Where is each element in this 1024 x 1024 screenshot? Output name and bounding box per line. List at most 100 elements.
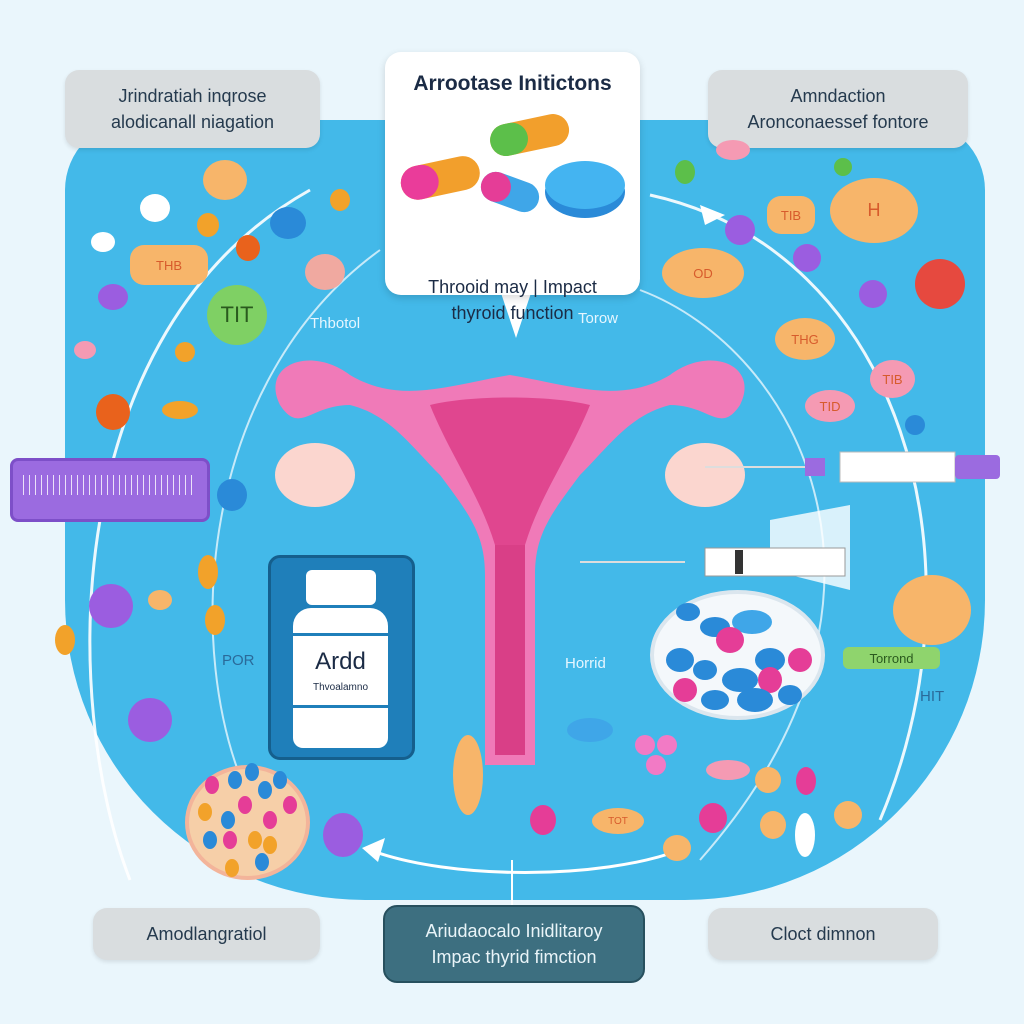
uterus-illustration (275, 360, 745, 765)
callout-title: Arrootase Initictons (413, 72, 612, 95)
box-text: alodicanall niagation (110, 112, 275, 132)
pill-icon (706, 760, 750, 780)
pill-icon (55, 625, 75, 655)
pill-tot: TOT (592, 808, 644, 834)
pill-label: TIB (780, 207, 802, 223)
box-text: Impac thyrid fimction (431, 947, 597, 967)
bottle-brand: Ardd (315, 648, 366, 675)
pill-icon (330, 189, 350, 211)
pill-tib-2: TIB (870, 360, 915, 398)
pill-icon (245, 763, 259, 781)
pill-icon (228, 771, 242, 789)
pill-icon (305, 254, 345, 290)
label-thbotol: Thbotol (310, 315, 361, 332)
pill-icon (258, 781, 272, 799)
pill-icon (162, 401, 198, 419)
pill-icon (722, 668, 758, 692)
label-por: POR (222, 652, 255, 669)
pill-label: OD (693, 265, 713, 281)
pill-label: THB (156, 257, 182, 273)
pill-icon (737, 688, 773, 712)
pill-icon (663, 835, 691, 861)
label-horrid: Horrid (565, 655, 606, 672)
tag-label: Torrond (869, 650, 914, 666)
pill-icon (701, 690, 729, 710)
pill-icon (675, 160, 695, 184)
bottle-cap (306, 570, 376, 605)
capsules-icon (400, 114, 625, 218)
pill-icon (778, 685, 802, 705)
medicine-bottle-frame: Ardd Thvoalamno (268, 555, 415, 760)
pill-icon (760, 811, 786, 839)
info-box-bottom-right: Cloct dimnon (708, 908, 938, 960)
callout-body-line: thyroid function (451, 303, 574, 323)
info-box-top-left: Jrindratiah inqrose alodicanall niagatio… (65, 70, 320, 148)
pill-icon (225, 859, 239, 877)
box-text: Jrindratiah inqrose (118, 86, 267, 106)
pill-icon (915, 259, 965, 309)
bottle-name: Thvoalamno (312, 682, 369, 693)
pill-icon (716, 627, 744, 653)
pill-icon (128, 698, 172, 742)
pill-icon (834, 158, 852, 176)
pill-icon (221, 811, 235, 829)
pill-icon (530, 805, 556, 835)
pill-thg: THG (775, 318, 835, 360)
syringes (580, 451, 1000, 590)
pill-icon (198, 555, 218, 589)
pill-icon (676, 603, 700, 621)
box-text: Amodlangratiol (146, 924, 267, 944)
pill-icon (796, 767, 816, 795)
pill-icon (834, 801, 862, 829)
pill-icon (693, 660, 717, 680)
arrow-head-icon (362, 838, 385, 862)
pill-icon (238, 796, 252, 814)
pill-od: OD (662, 248, 744, 298)
pill-icon (205, 605, 225, 635)
pill-icon (96, 394, 130, 430)
pill-icon (646, 755, 666, 775)
pill-label: TIB (882, 371, 903, 387)
pill-icon (795, 813, 815, 857)
pill-icon (255, 853, 269, 871)
pill-icon (89, 584, 133, 628)
pill-label: H (867, 200, 881, 220)
pill-label: THG (791, 331, 819, 347)
pill-icon (175, 342, 195, 362)
box-text: Amndaction (790, 86, 886, 106)
pill-icon (732, 610, 772, 634)
pill-icon (567, 718, 613, 742)
pill-icon (236, 235, 260, 261)
pill-icon (283, 796, 297, 814)
pill-icon (905, 415, 925, 435)
pill-icon (98, 284, 128, 310)
arrow-head-icon (700, 205, 725, 225)
pill-icon (793, 244, 821, 272)
pill-icon (755, 767, 781, 793)
pill-thb: THB (130, 245, 208, 285)
label-hit: HIT (920, 688, 945, 705)
pill-icon (263, 811, 277, 829)
pill-label: TID (819, 398, 841, 414)
pill-icon (758, 667, 782, 693)
info-box-bottom-center: Ariudaocalo Inidlitaroy Impac thyrid fim… (383, 905, 645, 983)
pill-icon (217, 479, 247, 511)
pill-icon (657, 735, 677, 755)
info-box-bottom-left: Amodlangratiol (93, 908, 320, 960)
pill-icon (273, 771, 287, 789)
callout-box: Arrootase Initictons Throoid may | Impac… (385, 52, 640, 323)
pill-icon (74, 341, 96, 359)
ruler-device (10, 458, 210, 522)
pill-icon (197, 213, 219, 237)
pill-icon (725, 215, 755, 245)
pill-icon (635, 735, 655, 755)
pill-icon (198, 803, 212, 821)
pill-icon (666, 648, 694, 672)
pill-icon (148, 590, 172, 610)
callout-tail (500, 290, 532, 338)
pill-label: TOT (608, 815, 628, 827)
label-torow: Torow (578, 310, 619, 327)
pill-large (893, 575, 971, 645)
pill-tid: TID (805, 390, 855, 422)
